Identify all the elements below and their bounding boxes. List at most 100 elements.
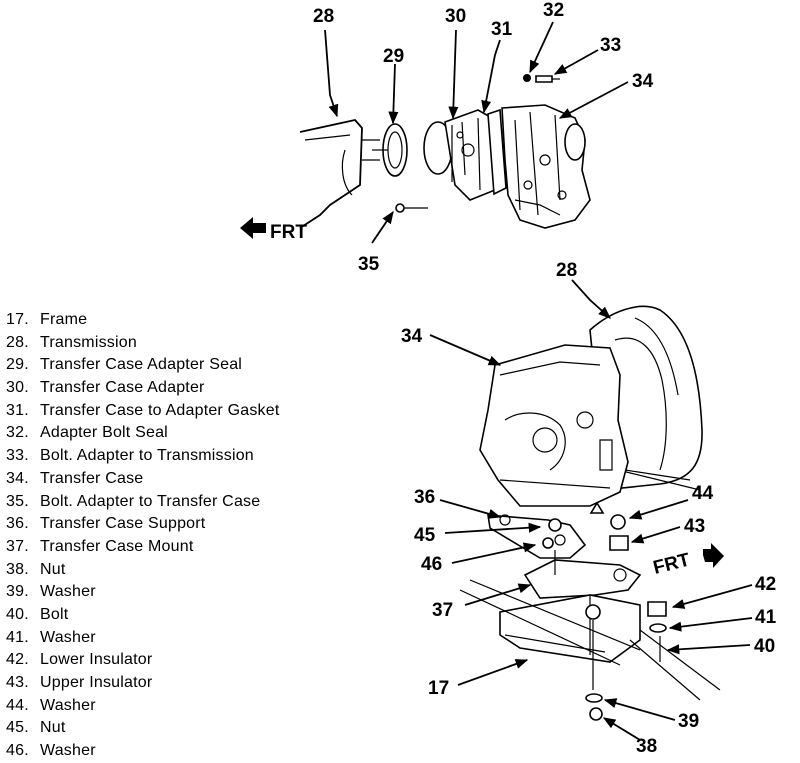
transfer-case-adapter-30 (423, 109, 496, 201)
legend-number: 41. (6, 628, 29, 646)
legend-text: Transfer Case to Adapter Gasket (40, 401, 280, 419)
legend-text: Washer (40, 696, 96, 714)
leader-38 (602, 717, 641, 741)
hardware-stack (542, 501, 667, 721)
callout-36: 36 (414, 487, 435, 508)
legend-number: 42. (6, 651, 29, 669)
frt-label-bottom: FRT (651, 549, 692, 578)
legend-text: Transfer Case Adapter (40, 379, 205, 397)
legend-item: 17.Frame (6, 309, 280, 332)
top-transmission-housing (299, 119, 380, 229)
legend-item: 36. Transfer Case Support (6, 513, 280, 536)
legend-number: 34. (6, 469, 29, 487)
legend-text: Adapter Bolt Seal (40, 424, 168, 442)
legend-text: Bolt. Adapter to Transmission (40, 447, 254, 465)
legend-text: Washer (40, 628, 96, 646)
callout-40: 40 (754, 636, 775, 657)
legend-number: 44. (6, 696, 29, 714)
legend-number: 29. (6, 356, 29, 374)
legend-text: Nut (40, 560, 66, 578)
leader-28-bottom (571, 279, 611, 319)
legend-number: 35. (6, 492, 29, 510)
callout-35: 35 (358, 254, 380, 275)
leader-34-bottom (429, 334, 502, 366)
transfer-case-34-bottom (479, 344, 629, 507)
legend-text: Transfer Case Mount (40, 537, 194, 555)
legend-item: 30. Transfer Case Adapter (6, 377, 280, 400)
callout-41: 41 (755, 607, 777, 628)
legend-number: 38. (6, 560, 29, 578)
legend-text: Transfer Case Support (40, 515, 206, 533)
frt-label-top: FRT (270, 222, 307, 243)
legend-number: 31. (6, 401, 29, 419)
parts-legend: 17.Frame 28.Transmission 29.Transfer Cas… (6, 309, 280, 763)
legend-number: 43. (6, 674, 29, 691)
leader-28-top (324, 29, 339, 118)
callout-39: 39 (678, 711, 699, 732)
legend-item: 28.Transmission (6, 332, 280, 355)
legend-number: 39. (6, 583, 29, 601)
legend-text: Lower Insulator (40, 651, 153, 669)
callout-28-top: 28 (313, 6, 334, 27)
legend-item: 29.Transfer Case Adapter Seal (6, 354, 280, 377)
transfer-case-34-top (501, 104, 591, 229)
legend-item: 42. Lower Insulator (6, 649, 280, 672)
callout-37: 37 (432, 600, 453, 621)
callout-31: 31 (491, 19, 513, 40)
legend-text: Nut (40, 719, 66, 737)
legend-item: 46. Washer (6, 740, 280, 763)
bolt-seal-32 (523, 74, 531, 82)
callout-30: 30 (445, 6, 466, 27)
leader-31 (481, 39, 501, 114)
frt-arrow-top (240, 217, 266, 239)
leader-43 (630, 526, 681, 544)
legend-number: 17. (6, 311, 29, 328)
legend-number: 30. (6, 379, 29, 397)
legend-item: 39. Washer (6, 581, 280, 604)
leader-44 (628, 499, 689, 520)
leader-35 (371, 210, 394, 244)
leader-36 (439, 499, 502, 519)
callout-45: 45 (414, 525, 436, 546)
gasket-31 (487, 108, 507, 196)
legend-number: 45. (6, 719, 29, 737)
legend-item: 44. Washer (6, 695, 280, 718)
legend-text: Transfer Case (40, 469, 144, 487)
legend-item: 37.Transfer Case Mount (6, 536, 280, 559)
leader-32 (529, 21, 554, 74)
legend-item: 41. Washer (6, 627, 280, 650)
legend-number: 40. (6, 605, 29, 623)
adapter-seal-29 (372, 123, 408, 177)
legend-text: Washer (40, 742, 96, 760)
callout-38: 38 (636, 736, 657, 756)
legend-number: 36. (6, 515, 29, 533)
mount-and-frame (459, 559, 721, 701)
callout-46: 46 (421, 554, 442, 575)
bolt-35 (395, 203, 428, 213)
legend-text: Upper Insulator (40, 674, 153, 691)
legend-number: 28. (6, 333, 29, 351)
callout-28-bottom: 28 (556, 260, 577, 281)
bolt-33 (535, 75, 560, 83)
callout-43: 43 (684, 516, 705, 537)
legend-item: 35.Bolt. Adapter to Transfer Case (6, 491, 280, 514)
legend-item: 33. Bolt. Adapter to Transmission (6, 445, 280, 468)
legend-item: 34. Transfer Case (6, 468, 280, 491)
leader-34-top (558, 81, 629, 119)
callout-17: 17 (428, 678, 449, 699)
callout-34-bottom: 34 (401, 326, 423, 347)
leader-33 (553, 49, 599, 75)
legend-number: 33. (6, 447, 29, 465)
callout-32: 32 (543, 0, 564, 21)
legend-item: 45. Nut (6, 717, 280, 740)
legend-number: 46. (6, 742, 29, 760)
legend-text: Washer (40, 583, 96, 601)
leader-46 (451, 542, 537, 564)
leader-17 (457, 659, 529, 686)
legend-item: 38. Nut (6, 559, 280, 582)
callout-29: 29 (383, 46, 404, 67)
callout-44: 44 (692, 483, 714, 504)
leader-30 (448, 29, 459, 120)
leader-41 (668, 617, 753, 632)
